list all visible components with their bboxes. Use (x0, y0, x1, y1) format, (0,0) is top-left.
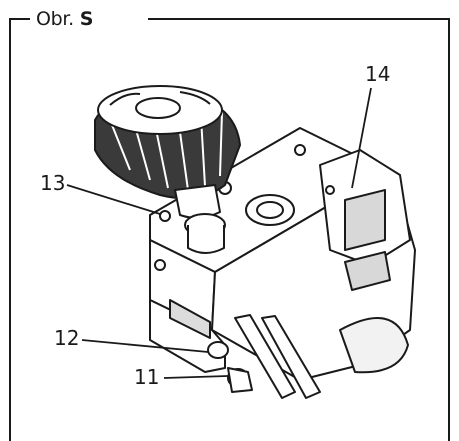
valve-rear-cylinder (339, 317, 409, 374)
figure-title-prefix: Obr. (36, 8, 74, 30)
figure-title-letter: S (79, 8, 94, 30)
callout-14: 14 (365, 62, 391, 86)
fitting-12 (207, 341, 229, 359)
leader-lines (66, 87, 372, 379)
callout-13: 13 (40, 171, 66, 195)
knob-stem (174, 184, 221, 219)
figure-title: Obr. S (30, 7, 100, 31)
gas-valve-illustration (94, 85, 416, 399)
frame-border (9, 18, 450, 441)
callout-12: 12 (54, 326, 80, 350)
leader-11 (163, 375, 229, 379)
outlet-bracket (234, 314, 296, 399)
callout-11: 11 (134, 365, 160, 389)
leader-14 (351, 87, 372, 189)
lower-block (149, 299, 226, 373)
leader-13 (66, 184, 161, 215)
leader-12 (81, 339, 209, 353)
